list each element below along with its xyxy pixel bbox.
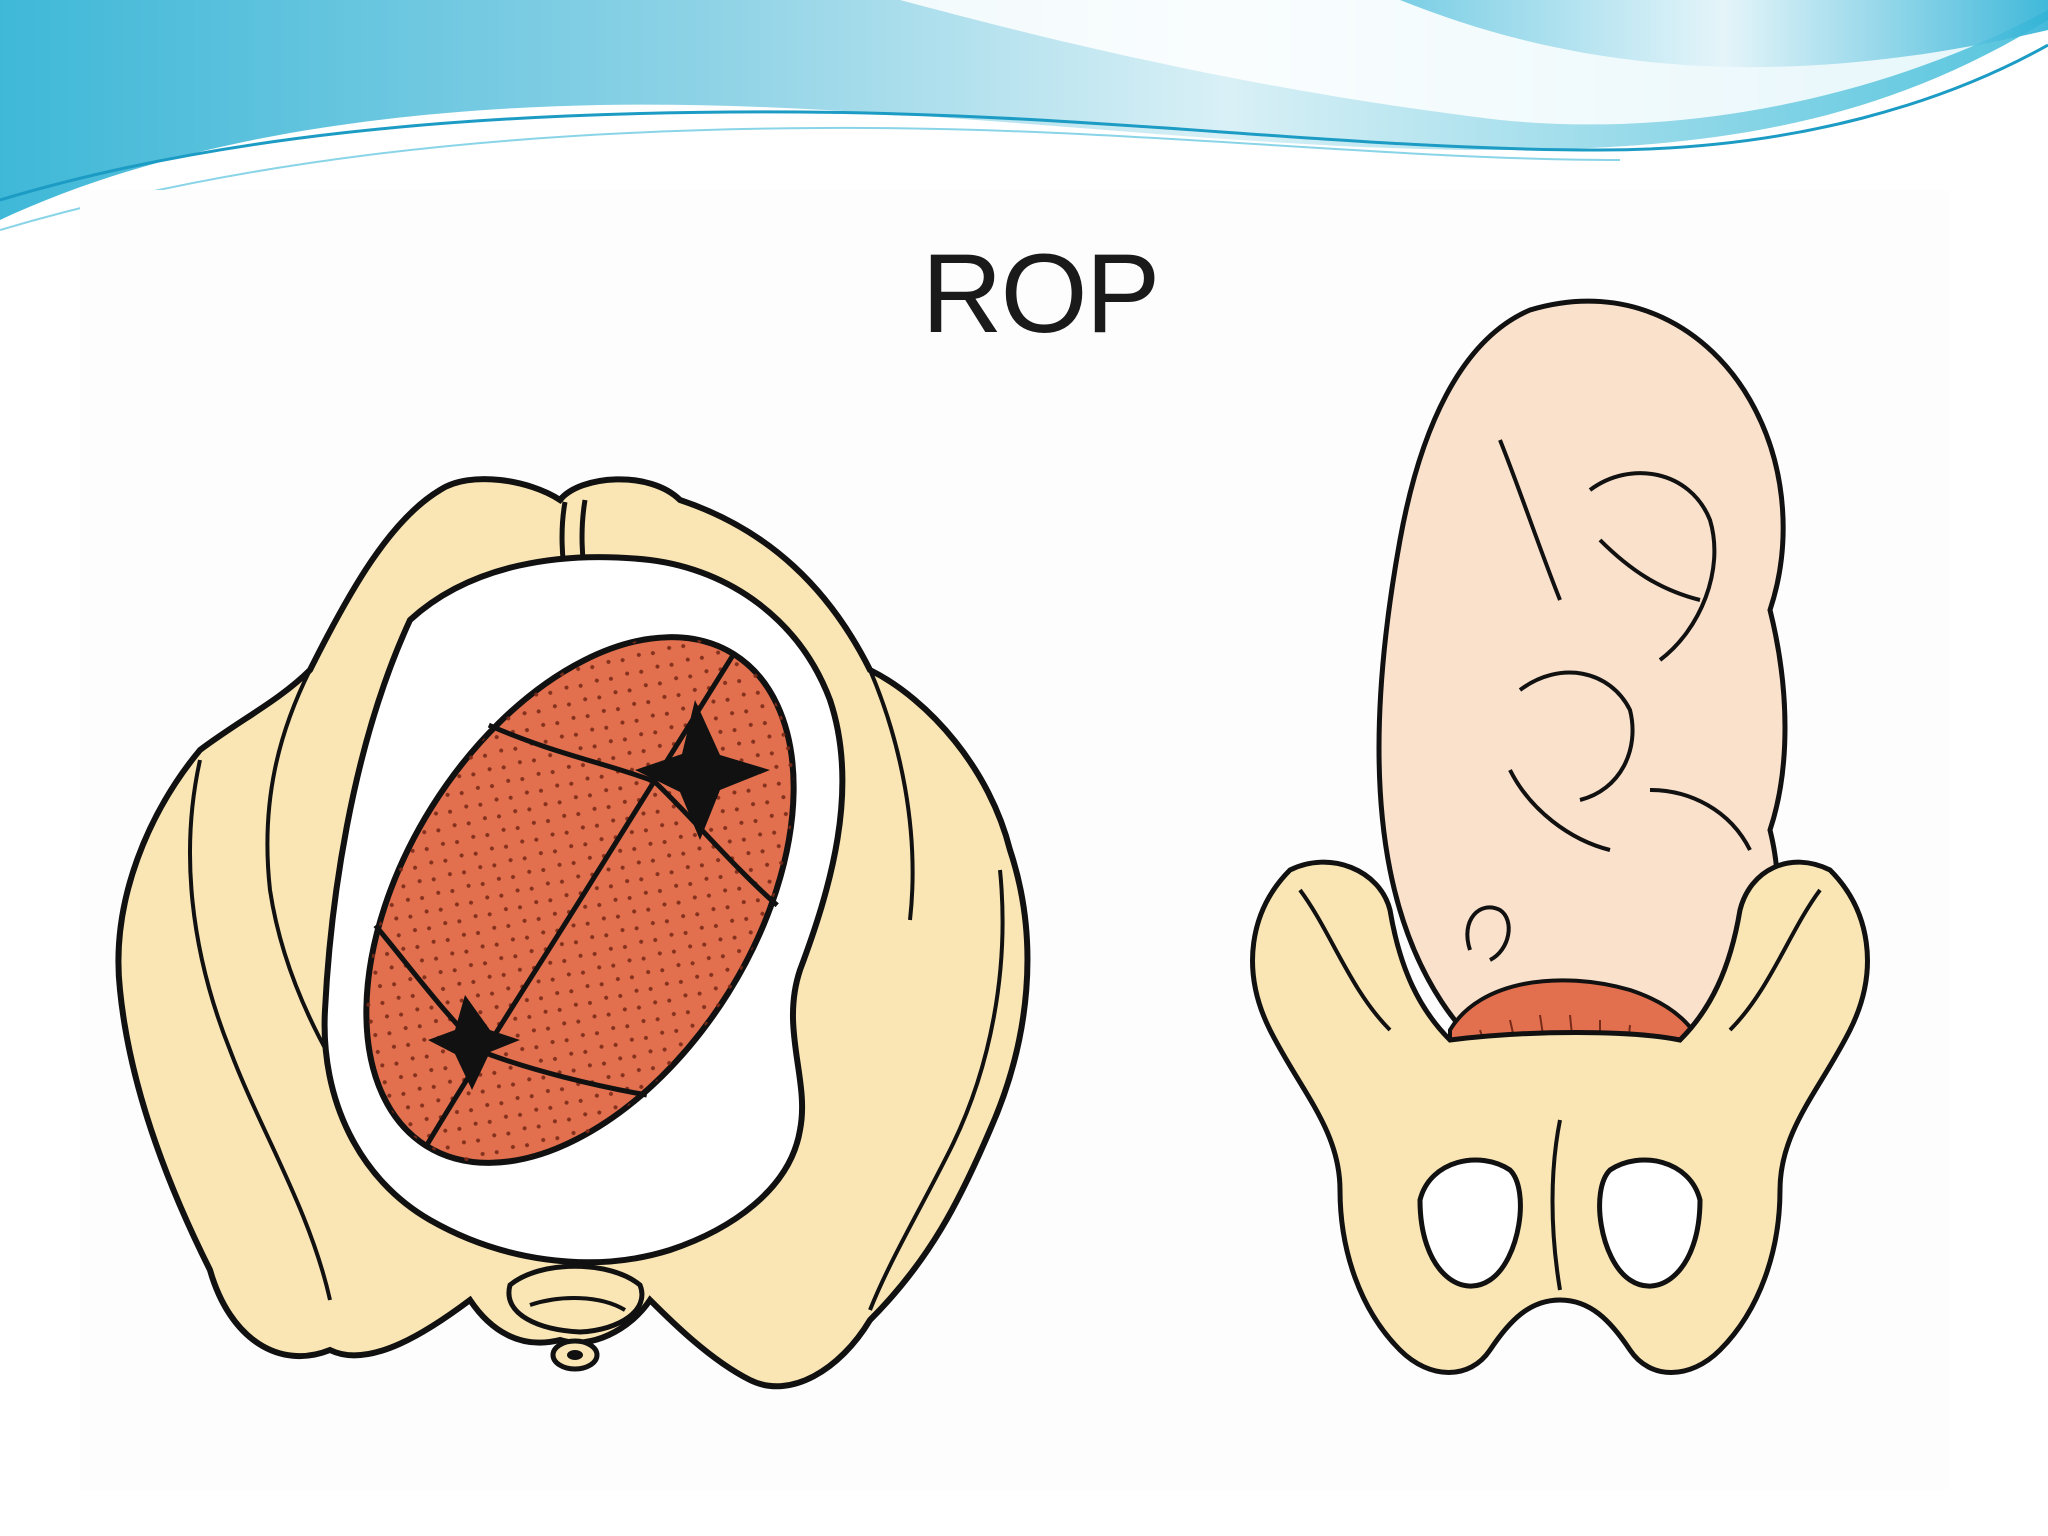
pelvis-bone-outline (1250, 859, 1870, 1375)
pelvic-inlet-view-icon (115, 476, 1031, 1390)
left-obturator-foramen (1417, 1157, 1523, 1289)
slide-title: ROP (921, 231, 1161, 356)
right-obturator-foramen (1597, 1157, 1703, 1289)
fetus-in-pelvis-icon (1250, 298, 1870, 1375)
anterior-fontanelle (635, 700, 770, 840)
posterior-fontanelle (428, 995, 520, 1090)
wave-header-decoration (0, 0, 2048, 231)
